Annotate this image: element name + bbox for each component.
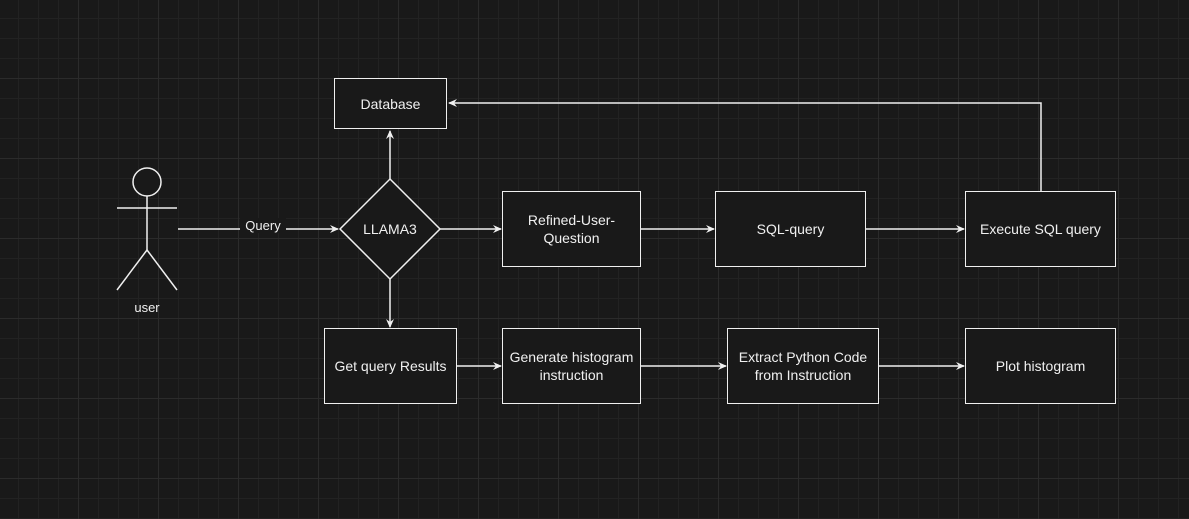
execute-sql-query-node[interactable]: Execute SQL query	[965, 191, 1116, 267]
edge-execute-to-database	[448, 99, 1042, 191]
llama3-node-label: LLAMA3	[363, 221, 417, 237]
user-label: user	[134, 300, 160, 315]
plot-histogram-node[interactable]: Plot histogram	[965, 328, 1116, 404]
database-node[interactable]: Database	[334, 78, 447, 129]
edge-label-query: Query	[240, 218, 286, 233]
stick-figure-icon[interactable]	[116, 167, 178, 291]
extract-python-code-node[interactable]: Extract Python Code from Instruction	[727, 328, 879, 404]
sql-query-node[interactable]: SQL-query	[715, 191, 866, 267]
generate-histogram-instruction-node[interactable]: Generate histogram instruction	[502, 328, 641, 404]
get-query-results-node[interactable]: Get query Results	[324, 328, 457, 404]
refined-user-question-node[interactable]: Refined-User-Question	[502, 191, 641, 267]
